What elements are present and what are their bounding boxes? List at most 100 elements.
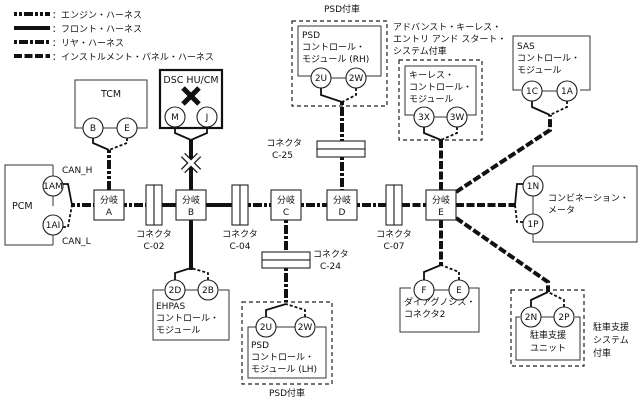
psd-lh-label-1: PSD <box>251 341 269 351</box>
ehpas-module: 2D 2B EHPAS コントロール・ モジュール <box>152 267 230 341</box>
harness-e-sas <box>454 115 552 194</box>
psd-rh-option-frame <box>291 20 388 107</box>
ehpas-pin-2b-label: 2B <box>202 286 214 296</box>
psd-rh-label-1: PSD <box>302 31 320 41</box>
branch-c: 分岐 C <box>270 189 302 221</box>
sas-label-2: コントロール・ <box>517 54 580 64</box>
branch-a-label: 分岐 <box>100 194 118 206</box>
connector-c07-label: コネクタ <box>376 229 412 240</box>
pcm-pin-1am-label: 1AM <box>43 182 63 192</box>
branch-b-id: B <box>188 208 194 218</box>
psd-rh-label-3: モジュール (RH) <box>302 55 369 65</box>
connector-c04-id: C-04 <box>230 242 251 252</box>
diag-module: ダイアグノシス・ コネクタ2 F E <box>399 264 480 333</box>
pcm-pin-1ai-label: 1AI <box>46 221 61 231</box>
legend-label-instrument: ：インストルメント・パネル・ハーネス <box>52 52 214 63</box>
psd-rh-pin-2u-label: 2U <box>315 74 327 84</box>
keyless-pin-3x-label: 3X <box>418 113 430 123</box>
keyless-pin-3w-label: 3W <box>450 113 465 123</box>
keyless-module: アドバンスト・キーレス・ エントリ アンド スタート・ システム付車 キーレス・… <box>393 22 506 141</box>
meter-pin-1n <box>522 175 544 197</box>
ehpas-label-2: コントロール・ <box>156 314 219 324</box>
ehpas-label-3: モジュール <box>156 326 200 336</box>
branch-b: 分岐 B <box>175 189 207 221</box>
sas-label-3: モジュール <box>517 66 561 76</box>
sas-pin-1a-label: 1A <box>561 87 574 97</box>
connector-c04-label: コネクタ <box>222 229 258 240</box>
pcm-pin-1am <box>42 175 64 197</box>
legend-label-rear: ：リヤ・ハーネス <box>52 38 124 49</box>
keyless-option-label-2: エントリ アンド スタート・ <box>393 34 506 45</box>
meter-label-1: コンビネーション・ <box>548 193 629 204</box>
connector-c07: コネクタ C-07 <box>376 184 412 252</box>
connector-c24-id: C-24 <box>320 262 341 272</box>
pcm-box <box>4 164 53 246</box>
tcm-label: TCM <box>100 89 121 100</box>
psd-lh-option-frame <box>241 301 333 385</box>
failure-cross-icon <box>181 86 201 106</box>
branch-d-label: 分岐 <box>333 194 351 206</box>
connector-c24: コネクタ C-24 <box>261 249 349 272</box>
connector-c02-id: C-02 <box>144 242 165 252</box>
open-circuit-cross-icon <box>180 152 202 174</box>
psd-lh-pin-2u-label: 2U <box>260 323 272 333</box>
ehpas-label-1: EHPAS <box>156 302 185 312</box>
psd-rh-module: PSD付車 PSD コントロール・ モジュール (RH) 2U 2W <box>291 3 388 107</box>
psd-lh-label-3: モジュール (LH) <box>251 365 317 375</box>
ehpas-pin-2d-label: 2D <box>169 286 182 296</box>
connector-c07-id: C-07 <box>384 242 405 252</box>
harness-lines <box>72 102 552 302</box>
pcm-module: PCM 1AM 1AI CAN_H CAN_L <box>4 164 92 247</box>
tcm-module: TCM B E <box>74 79 148 151</box>
psd-rh-label-2: コントロール・ <box>302 43 365 53</box>
park-module: 2N 2P 駐車支援 ユニット 駐車支援 システム 付車 <box>510 289 629 367</box>
dsc-label: DSC HU/CM <box>163 75 218 86</box>
tcm-pin-b-label: B <box>90 124 96 134</box>
connector-c25-label: コネクタ <box>266 138 302 149</box>
branch-d: 分岐 D <box>326 189 358 221</box>
park-label-2: ユニット <box>530 344 566 354</box>
park-option-label-2: システム <box>593 335 629 346</box>
psd-lh-label-2: コントロール・ <box>251 353 314 363</box>
branch-c-label: 分岐 <box>277 194 295 206</box>
branch-d-id: D <box>339 208 346 218</box>
tcm-pin-e-label: E <box>124 124 130 134</box>
diag-label-2: コネクタ2 <box>404 309 445 320</box>
park-option-frame <box>510 289 585 367</box>
branch-a: 分岐 A <box>93 189 125 221</box>
diag-pin-e-label: E <box>456 286 462 296</box>
branch-c-id: C <box>283 208 289 218</box>
legend: ：エンジン・ハーネス ：フロント・ハーネス ：リヤ・ハーネス ：インストルメント… <box>14 10 214 63</box>
keyless-option-label-3: システム付車 <box>393 45 447 57</box>
park-label-1: 駐車支援 <box>530 329 566 341</box>
sas-pin-1c-label: 1C <box>526 87 538 97</box>
branch-e-label: 分岐 <box>432 194 450 206</box>
psd-lh-option-label: PSD付車 <box>269 387 305 399</box>
connector-c02-label: コネクタ <box>136 229 172 240</box>
keyless-label-3: モジュール <box>409 95 453 105</box>
diag-pin-f-label: F <box>421 286 426 296</box>
meter-module: 1N 1P コンビネーション・ メータ <box>514 165 638 243</box>
legend-label-front: ：フロント・ハーネス <box>52 24 142 35</box>
legend-label-engine: ：エンジン・ハーネス <box>52 10 142 21</box>
connector-c25: コネクタ C-25 <box>266 138 366 161</box>
meter-pin-1p-label: 1P <box>527 220 539 230</box>
branch-b-label: 分岐 <box>182 194 200 206</box>
connector-c25-id: C-25 <box>272 151 293 161</box>
keyless-option-label-1: アドバンスト・キーレス・ <box>393 22 501 33</box>
harness-e-park <box>454 216 550 292</box>
sas-label-1: SAS <box>517 42 535 52</box>
psd-rh-pin-2w-label: 2W <box>349 74 364 84</box>
park-option-label-3: 付車 <box>593 347 611 359</box>
can-l-label: CAN_L <box>62 237 91 247</box>
dsc-pin-j-label: J <box>205 113 209 123</box>
meter-pin-1n-label: 1N <box>527 182 539 192</box>
psd-lh-pin-2w-label: 2W <box>298 323 313 333</box>
meter-pin-1p <box>522 213 544 235</box>
pcm-label: PCM <box>12 201 33 212</box>
keyless-label-2: コントロール・ <box>409 83 472 93</box>
sas-module: SAS コントロール・ モジュール 1C 1A <box>512 35 591 116</box>
branch-a-id: A <box>106 208 113 218</box>
park-option-label-1: 駐車支援 <box>593 321 629 333</box>
